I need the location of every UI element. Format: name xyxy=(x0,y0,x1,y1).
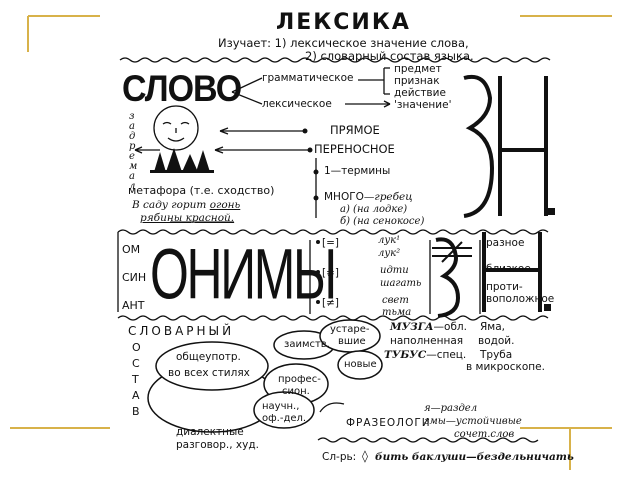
example-tubus-line2: в микроскопе. xyxy=(466,361,545,373)
sign-ant: [≠] xyxy=(322,297,339,309)
ant-desc-2: воположное xyxy=(486,293,555,305)
hom-ex-1: лук¹ xyxy=(378,235,401,246)
example-line-2: рябины красной. xyxy=(140,212,235,224)
lexical-label: лексическое xyxy=(262,98,332,110)
syn-desc: близкое xyxy=(486,263,531,275)
ant-desc-1: проти- xyxy=(486,281,523,293)
figurative-label: ПЕРЕНОСНОЕ xyxy=(314,142,395,156)
title: ЛЕКСИКА xyxy=(276,10,411,35)
prefix-ant: АНТ xyxy=(122,299,145,312)
phraseology-suffix-3: сочет.слов xyxy=(454,429,515,440)
studies-line-2: 2) словарный состав языка. xyxy=(305,49,474,63)
studies-line-1: Изучает: 1) лексическое значение слова, xyxy=(218,36,469,50)
ant-ex-2: тьма xyxy=(382,307,412,318)
example-line-1: В саду горит огонь xyxy=(132,199,241,211)
syn-ex-2: шагать xyxy=(380,278,422,289)
vertical-word: з а д р е м а л xyxy=(129,111,138,192)
prefix-syn: СИН xyxy=(122,271,147,284)
example-muzga-gloss: Яма, xyxy=(480,321,505,333)
phraseology-suffix-1: я—раздел xyxy=(424,403,478,414)
many-word: МНОГО xyxy=(324,191,364,203)
stone-professional-2: сион. xyxy=(282,386,310,397)
vocab-vertical: О С Т А В xyxy=(132,341,141,418)
stone-scientific-2: оф.-дел. xyxy=(262,413,307,424)
example-muzga-line2: наполненная xyxy=(390,335,464,347)
stone-all-styles: во всех стилях xyxy=(168,367,250,379)
terms-label: 1—термины xyxy=(324,165,391,177)
stone-obsolete-1: устаре- xyxy=(330,324,370,335)
stone-new: новые xyxy=(344,359,377,370)
vocab-horizontal: СЛОВАРНЫЙ xyxy=(128,324,235,338)
stone-obsolete-2: вшие xyxy=(338,336,366,347)
stone-colloquial: разговор., худ. xyxy=(176,439,259,451)
stone-scientific-1: научн., xyxy=(262,401,300,412)
example-muzga: МУЗГА—обл. xyxy=(390,321,467,333)
prefix-hom: ОМ xyxy=(122,243,141,256)
direct-label: ПРЯМОЕ xyxy=(330,123,380,137)
many-b: б) (на сенокосе) xyxy=(340,216,425,227)
diamond-icon: ◊ xyxy=(362,449,368,463)
metaphor-label: метафора (т.е. сходство) xyxy=(128,184,275,197)
stone-dialect: диалектные xyxy=(176,426,244,438)
onyms-big: ОНИМЫ xyxy=(150,233,337,315)
sign-syn: [≠] xyxy=(322,267,339,279)
stone-borrowed: заимств. xyxy=(284,339,330,350)
sign-hom: [=] xyxy=(322,237,339,249)
phraseology-word: ФРАЗЕОЛОГИ xyxy=(346,417,431,429)
gram-item-action: действие xyxy=(394,87,446,99)
example-tubus-gloss: Труба xyxy=(480,349,513,361)
stone-professional-1: профес- xyxy=(278,374,321,385)
many-a: а) (на лодке) xyxy=(340,204,408,215)
phraseology-suffix-2: змы—устойчивые xyxy=(424,416,522,427)
many-example: —гребец xyxy=(363,191,413,203)
example-tubus: ТУБУС—спец. xyxy=(384,349,467,361)
grammatical-label: грамматическое xyxy=(262,72,354,84)
hom-desc: разное xyxy=(486,237,525,249)
dictionary-label: Сл-рь: xyxy=(322,451,357,463)
gram-item-attribute: признак xyxy=(394,75,440,87)
hom-ex-2: лук² xyxy=(378,248,401,259)
ant-ex-1: свет xyxy=(382,295,409,306)
meaning-label: 'значение' xyxy=(394,99,452,111)
stone-common: общеупотр. xyxy=(176,351,241,363)
word-big: СЛОВО xyxy=(122,68,242,110)
syn-ex-1: идти xyxy=(380,265,409,276)
dictionary-example: бить баклуши—бездельничать xyxy=(375,451,574,463)
many-label: МНОГО—гребец xyxy=(324,192,413,203)
example-muzga-gloss2: водой. xyxy=(478,335,515,347)
gram-item-object: предмет xyxy=(394,63,442,75)
